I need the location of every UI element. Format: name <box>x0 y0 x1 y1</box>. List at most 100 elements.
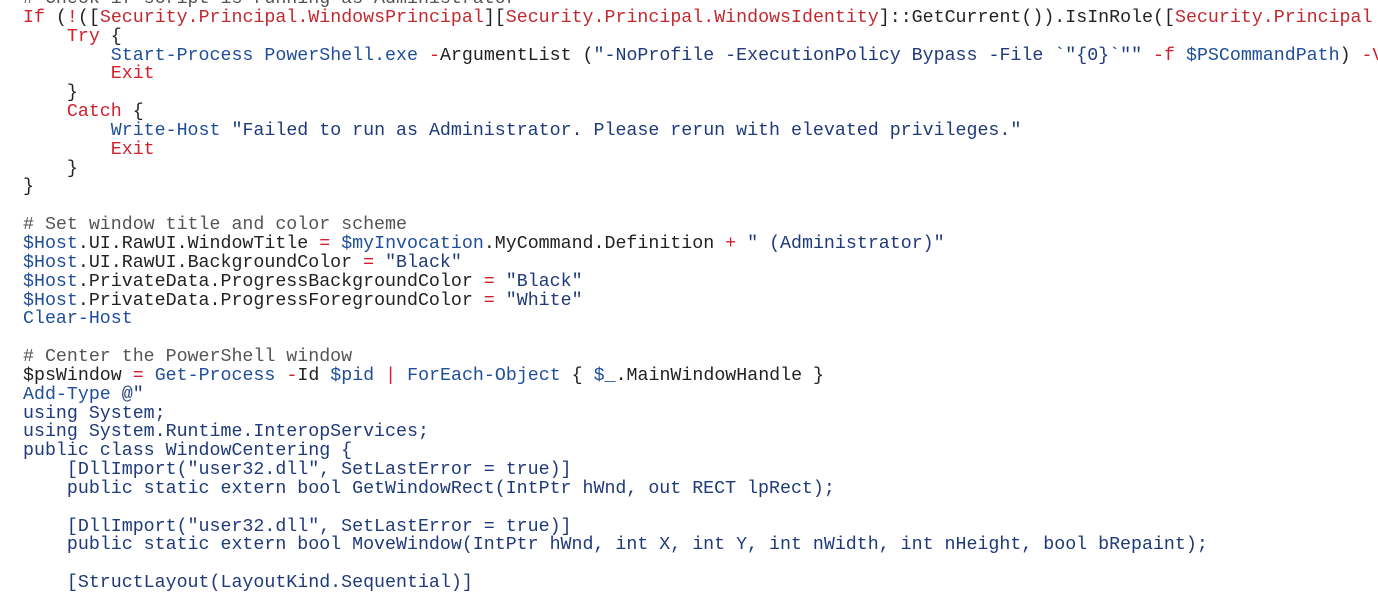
command-token: Add-Type <box>23 384 111 405</box>
code-token: Id <box>297 365 331 386</box>
code-line: $Host.PrivateData.ProgressForegroundColo… <box>23 290 1378 311</box>
variable-token: $PSCommandPath <box>1185 45 1340 66</box>
variable-token: $Host <box>23 233 78 254</box>
code-line: } <box>23 178 1378 197</box>
code-token <box>111 385 122 405</box>
code-line: public static extern bool MoveWindow(Int… <box>23 536 1378 555</box>
operator-token: -V <box>1361 45 1378 66</box>
code-token <box>1175 46 1186 66</box>
code-token <box>1142 46 1153 66</box>
keyword-token: Exit <box>110 139 155 160</box>
code-line <box>23 499 1378 518</box>
code-line: Exit <box>23 139 1378 160</box>
code-token: ArgumentList ( <box>439 45 594 66</box>
code-line: using System.Runtime.InteropServices; <box>23 423 1378 442</box>
type-token: Security.Principal.WindowsPrincipal <box>99 7 484 28</box>
operator-token: -f <box>1153 45 1175 66</box>
code-line: # Center the PowerShell window <box>23 348 1378 367</box>
string-token: [DllImport("user32.dll", SetLastError = … <box>23 516 572 537</box>
code-token <box>396 366 407 386</box>
code-token: { <box>121 102 144 123</box>
code-token <box>23 46 111 66</box>
code-token <box>330 234 341 254</box>
code-line: $Host.UI.RawUI.BackgroundColor = "Black" <box>23 252 1378 273</box>
code-token <box>736 234 747 254</box>
code-token <box>144 366 155 386</box>
string-token: public static extern bool MoveWindow(Int… <box>23 535 1208 556</box>
code-line: Catch { <box>23 103 1378 122</box>
string-token: @" <box>121 384 144 405</box>
operator-token: + <box>725 233 737 254</box>
code-token <box>23 140 111 160</box>
code-token <box>374 366 385 386</box>
comment-token: # Center the PowerShell window <box>23 347 353 368</box>
code-token <box>495 291 506 311</box>
code-line: using System; <box>23 404 1378 424</box>
code-line: Start-Process PowerShell.exe -ArgumentLi… <box>23 45 1378 66</box>
code-token: .PrivateData.ProgressForegroundColor <box>77 290 484 311</box>
variable-token: $pid <box>330 365 375 386</box>
code-line: Add-Type @" <box>23 384 1378 405</box>
string-token: [DllImport("user32.dll", SetLastError = … <box>23 460 572 481</box>
command-token: PowerShell.exe <box>264 45 418 66</box>
code-line <box>23 197 1378 216</box>
keyword-token: Try <box>66 26 100 47</box>
code-line: [DllImport("user32.dll", SetLastError = … <box>23 516 1378 537</box>
code-token <box>495 272 506 292</box>
string-token: "-NoProfile -ExecutionPolicy Bypass -Fil… <box>593 45 1143 66</box>
string-token: "Black" <box>385 252 462 273</box>
variable-token: $Host <box>23 290 78 311</box>
code-token <box>253 46 264 66</box>
code-token: ][ <box>483 7 506 28</box>
operator-token: = <box>132 365 144 386</box>
code-line: $Host.UI.RawUI.WindowTitle = $myInvocati… <box>23 235 1378 254</box>
variable-token: $myInvocation <box>341 233 484 254</box>
keyword-token: Exit <box>110 64 155 85</box>
code-token: .MainWindowHandle } <box>615 365 825 386</box>
code-editor[interactable]: # Check if script is running as Administ… <box>23 0 1378 599</box>
code-token: ]::GetCurrent()).IsInRole([ <box>878 7 1175 28</box>
operator-token: = <box>363 252 375 273</box>
code-token: { <box>560 365 594 386</box>
code-line <box>23 329 1378 348</box>
string-token: " (Administrator)" <box>747 233 945 254</box>
code-token <box>275 366 286 386</box>
code-token <box>220 121 231 141</box>
code-token: .UI.RawUI.BackgroundColor <box>77 252 364 273</box>
string-token: public static extern bool GetWindowRect(… <box>23 478 835 499</box>
code-line: $psWindow = Get-Process -Id $pid | ForEa… <box>23 365 1378 386</box>
code-token <box>23 64 111 84</box>
code-line: Exit <box>23 65 1378 84</box>
string-token: [StructLayout(LayoutKind.Sequential)] <box>23 573 473 594</box>
operator-token: - <box>428 45 440 66</box>
keyword-token: If <box>23 7 45 28</box>
code-line <box>23 555 1378 574</box>
command-token: ForEach-Object <box>407 365 561 386</box>
code-token: } <box>23 83 78 104</box>
code-line: Write-Host "Failed to run as Administrat… <box>23 121 1378 141</box>
operator-token: = <box>483 290 495 311</box>
code-token: .MyCommand.Definition <box>483 233 726 254</box>
code-line: $Host.PrivateData.ProgressBackgroundColo… <box>23 271 1378 292</box>
code-line: Try { <box>23 26 1378 47</box>
code-token: .UI.RawUI.WindowTitle <box>77 233 320 254</box>
code-token: } <box>23 158 78 179</box>
code-line: } <box>23 84 1378 103</box>
code-line: Clear-Host <box>23 310 1378 329</box>
code-line: [DllImport("user32.dll", SetLastError = … <box>23 461 1378 480</box>
code-token: $psWindow <box>23 365 133 386</box>
string-token: public class WindowCentering { <box>23 441 353 462</box>
code-token <box>23 27 67 47</box>
string-token: "White" <box>505 290 583 311</box>
keyword-token: Catch <box>66 102 122 123</box>
operator-token: | <box>385 365 397 386</box>
variable-token: $Host <box>23 271 78 292</box>
code-token: ([ <box>77 7 100 28</box>
type-token: Security.Principal <box>1174 7 1373 28</box>
type-token: Security.Principal.WindowsIdentity <box>505 7 879 28</box>
comment-token: # Check if script is running as Administ… <box>23 0 517 9</box>
code-line: If (!([Security.Principal.WindowsPrincip… <box>23 7 1378 28</box>
comment-token: # Set window title and color scheme <box>23 215 407 236</box>
code-line: # Set window title and color scheme <box>23 216 1378 235</box>
code-token <box>374 253 385 273</box>
